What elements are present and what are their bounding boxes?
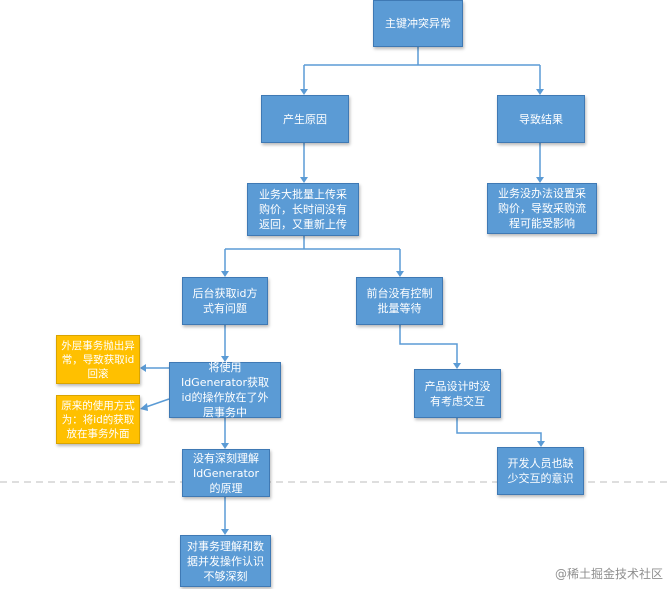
connector-design-to-devs (456, 418, 542, 441)
arrowhead-result-detail (536, 177, 544, 183)
frontend-node: 前台没有控制批量等待 (356, 277, 443, 325)
arrowhead-design (453, 363, 461, 369)
arrowhead-upload (300, 177, 308, 183)
result-detail-node: 业务没办法设置采购价，导致采购流程可能受影响 (487, 183, 597, 234)
transaction-node: 对事务理解和数据并发操作认识不够深刻 (180, 535, 271, 587)
arrowheads (140, 89, 545, 535)
arrowhead-devs (537, 441, 545, 447)
watermark-text: 稀土掘金技术社区 (566, 567, 663, 581)
arrowhead-backend (221, 271, 229, 277)
arrowhead-cause (300, 89, 308, 95)
backend-node: 后台获取id方式有问题 (182, 277, 268, 325)
cause-node: 产生原因 (261, 95, 349, 143)
arrowhead-idgen (221, 356, 229, 362)
note-outer-rollback: 外层事务抛出异常，导致获取id回滚 (56, 335, 140, 384)
move-idgen-node: 将使用IdGenerator获取id的操作放在了外层事务中 (169, 361, 281, 419)
arrowhead-result (536, 89, 544, 95)
connectors (145, 47, 542, 529)
arrowhead-note-1 (140, 364, 146, 372)
connector-frontend-to-design (399, 325, 458, 363)
design-node: 产品设计时没有考虑交互 (414, 369, 501, 418)
devs-node: 开发人员也缺少交互的意识 (497, 447, 584, 495)
result-node: 导致结果 (497, 95, 585, 143)
arrowhead-understand (221, 443, 229, 449)
root-node: 主键冲突异常 (373, 0, 463, 47)
understand-node: 没有深刻理解IdGenerator的原理 (182, 449, 270, 497)
watermark-at: @ (554, 567, 567, 581)
note-original-usage: 原来的使用方式为：将id的获取放在事务外面 (56, 395, 140, 444)
upload-node: 业务大批量上传采购价，长时间没有返回，又重新上传 (247, 183, 359, 236)
arrowhead-frontend (396, 271, 404, 277)
connector-idgen-to-note-2 (145, 398, 170, 408)
arrowhead-transaction (221, 529, 229, 535)
watermark: @稀土掘金技术社区 (555, 567, 663, 581)
arrowhead-note-2 (140, 403, 148, 411)
